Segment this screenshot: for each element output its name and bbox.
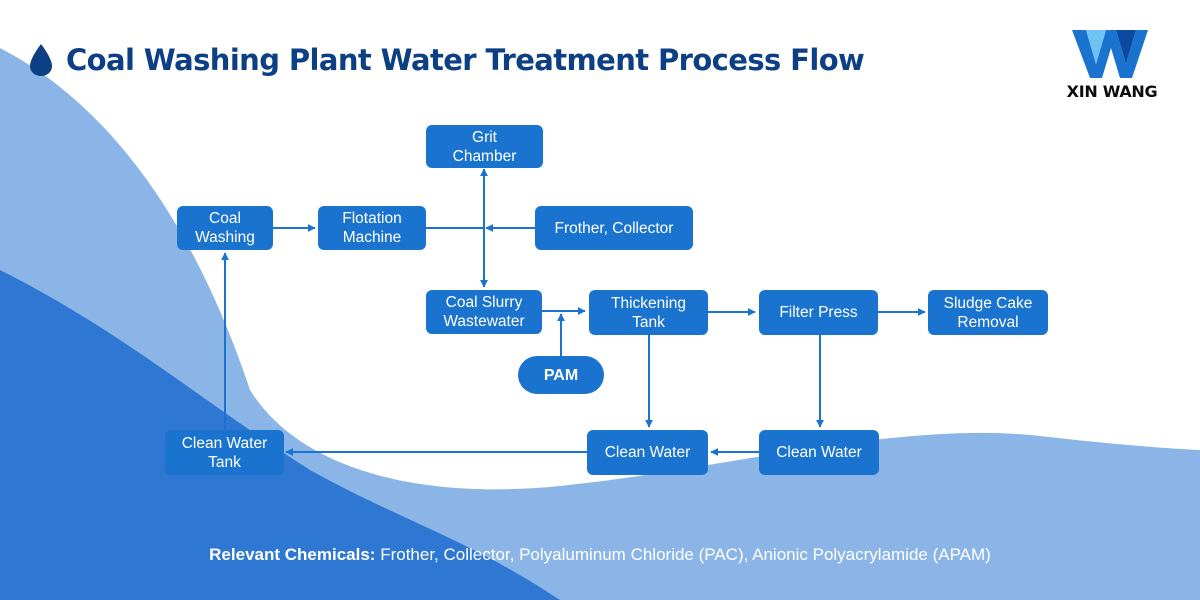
footer-label: Relevant Chemicals: [209, 545, 376, 564]
footer-text: Frother, Collector, Polyaluminum Chlorid… [380, 545, 991, 564]
relevant-chemicals-note: Relevant Chemicals: Frother, Collector, … [0, 545, 1200, 565]
node-clean-water-tank: Clean Water Tank [165, 430, 284, 475]
page-title: Coal Washing Plant Water Treatment Proce… [66, 43, 865, 77]
node-grit-chamber: Grit Chamber [426, 125, 543, 168]
node-coal-washing: Coal Washing [177, 206, 273, 250]
logo-text: XIN WANG [1066, 82, 1158, 101]
page-header: Coal Washing Plant Water Treatment Proce… [28, 42, 865, 78]
node-sludge-cake-removal: Sludge Cake Removal [928, 290, 1048, 335]
node-coal-slurry-wastewater: Coal Slurry Wastewater [426, 290, 542, 334]
brand-logo: XIN WANG [1052, 28, 1172, 108]
node-flotation-machine: Flotation Machine [318, 206, 426, 250]
node-clean-water-1: Clean Water [587, 430, 708, 475]
node-pam: PAM [518, 356, 604, 394]
node-frother-collector: Frother, Collector [535, 206, 693, 250]
node-clean-water-2: Clean Water [759, 430, 879, 475]
w-logo-icon [1072, 30, 1148, 78]
water-drop-icon [30, 44, 52, 76]
node-thickening-tank: Thickening Tank [589, 290, 708, 335]
node-filter-press: Filter Press [759, 290, 878, 335]
